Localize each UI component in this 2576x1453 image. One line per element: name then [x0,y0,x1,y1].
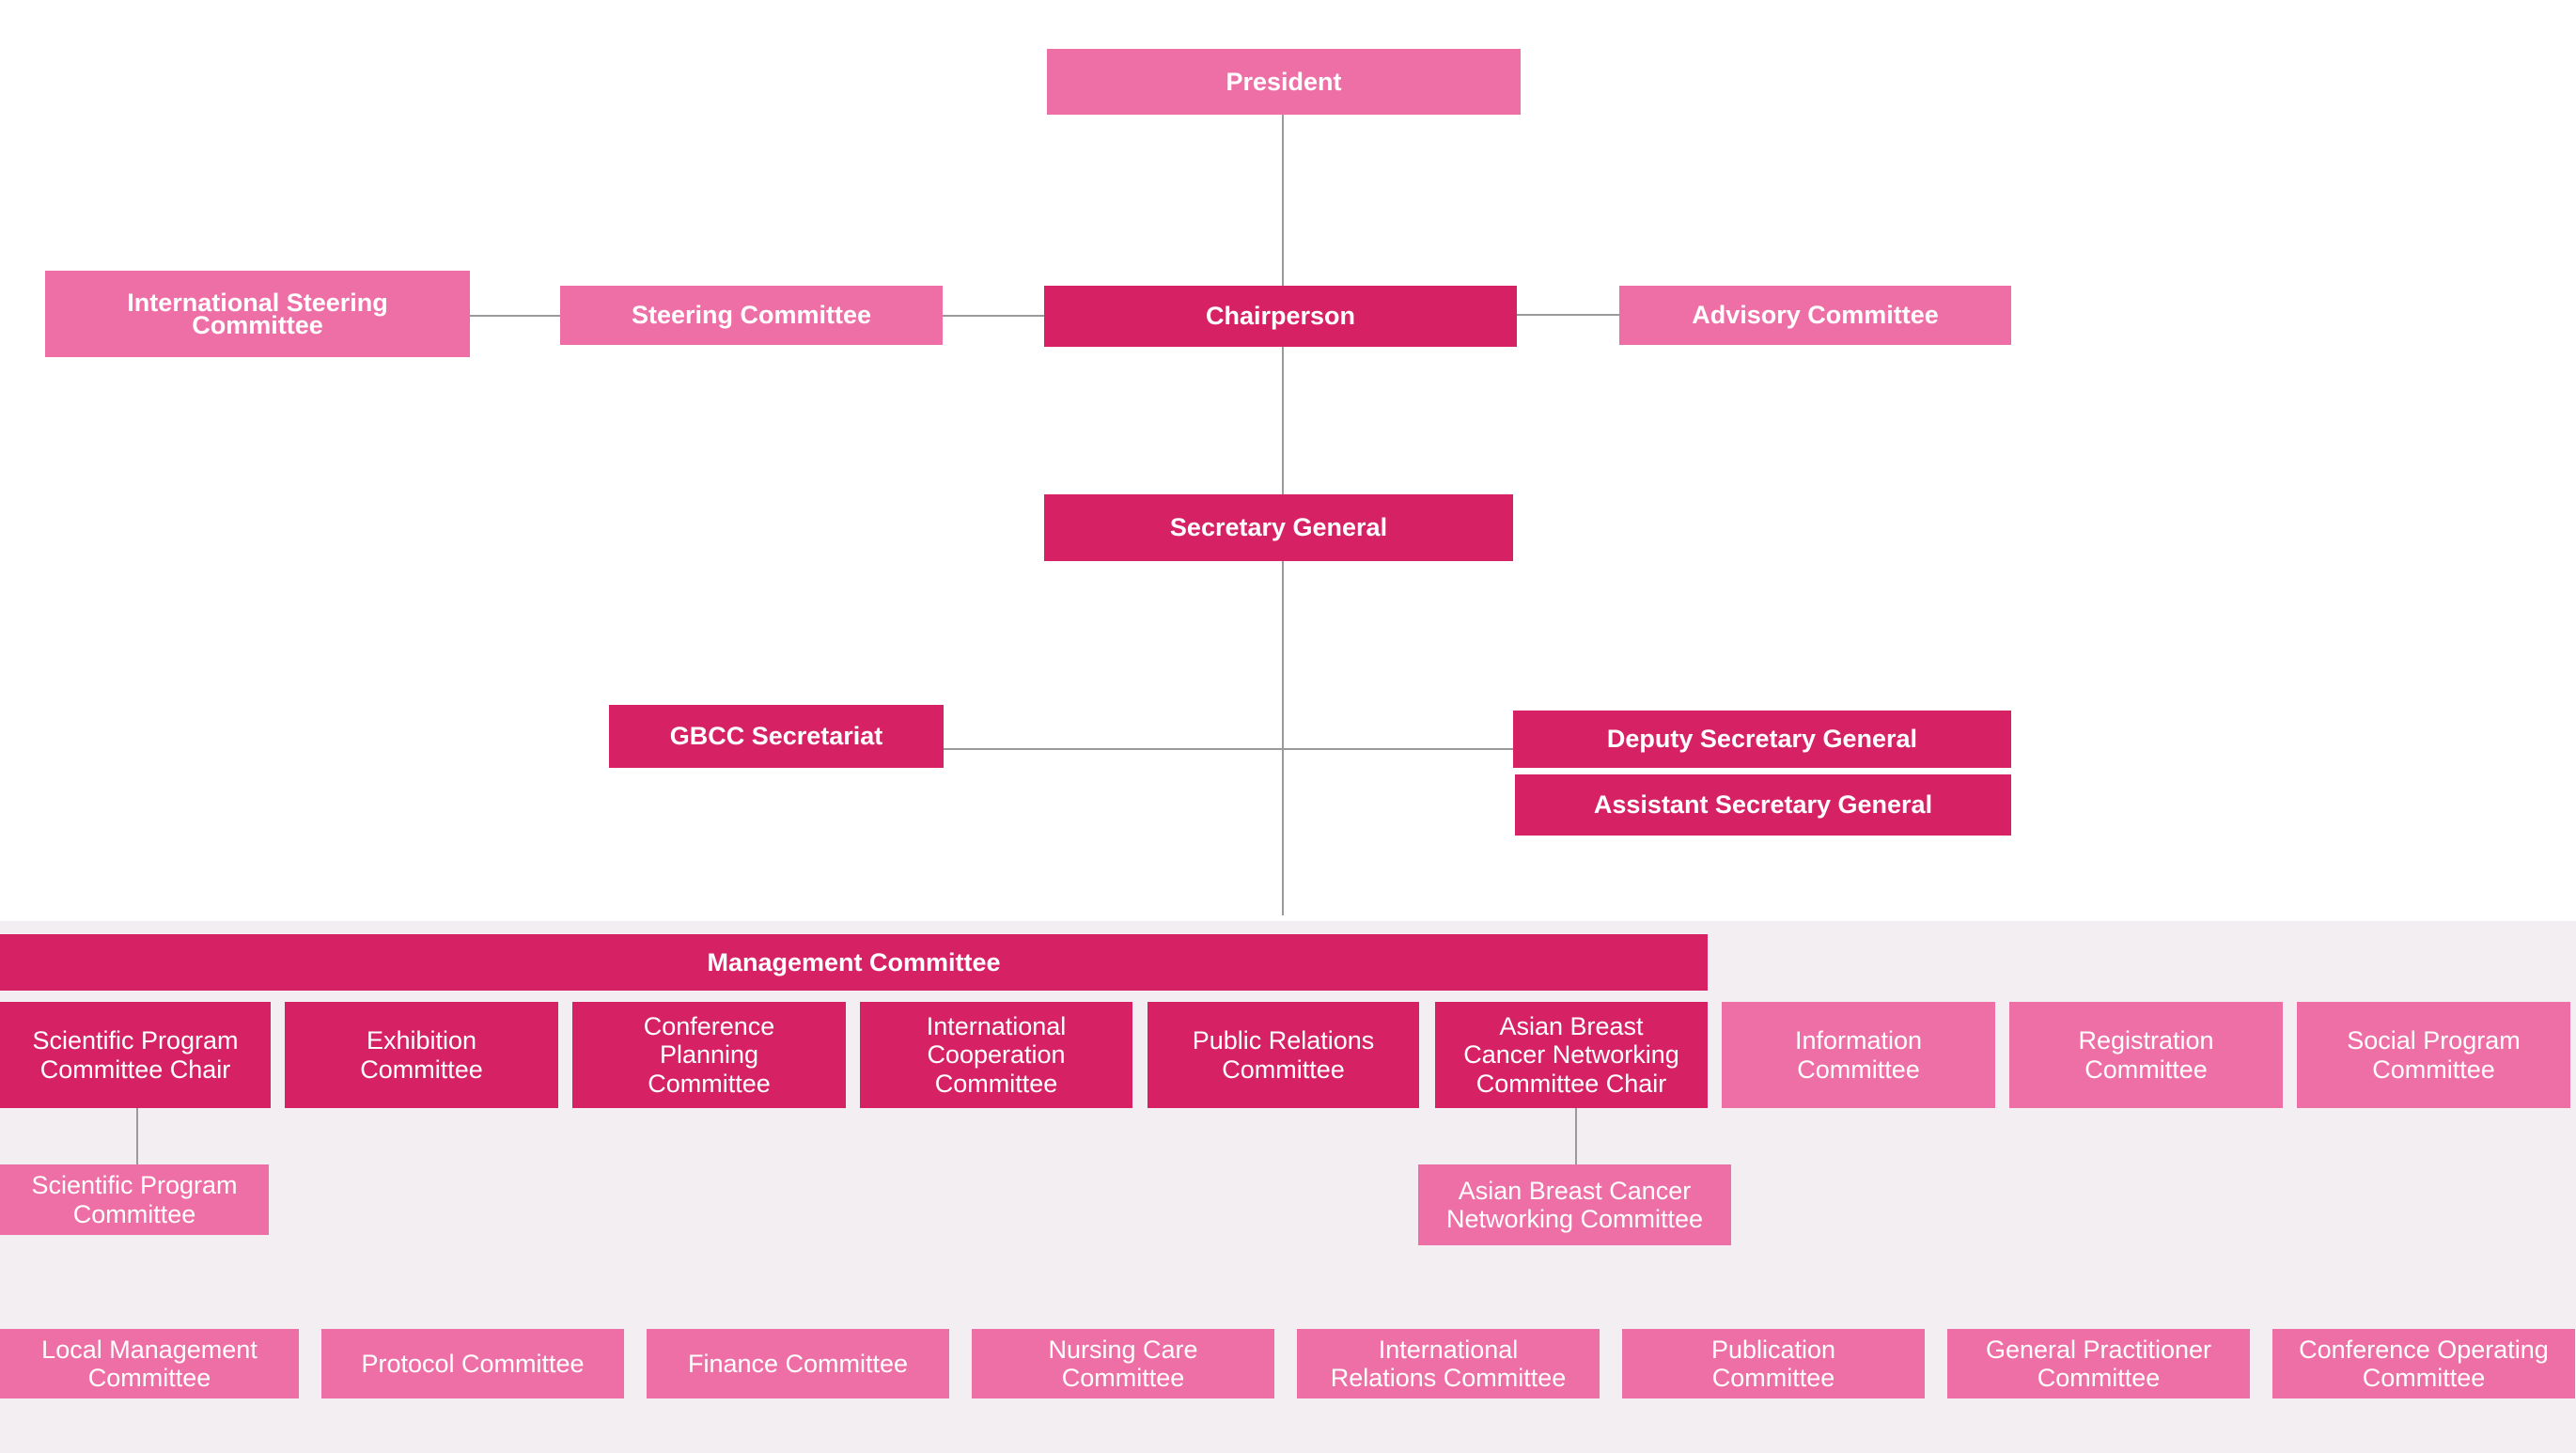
general-practitioner-committee-box: General Practitioner Committee [1947,1329,2250,1398]
information-committee-box: Information Committee [1722,1002,1995,1108]
connector-chair-secgen [1282,347,1284,494]
connector-intl-steering [469,315,560,317]
connector-steering-chair [943,315,1044,317]
registration-committee-box: Registration Committee [2009,1002,2283,1108]
steering-committee-box: Steering Committee [560,286,943,345]
connector-chair-advisory [1516,314,1619,316]
advisory-committee-box: Advisory Committee [1619,286,2011,345]
connector-asian-sub [1575,1107,1577,1164]
connector-scientific-sub [136,1107,138,1164]
local-management-committee-box: Local Management Committee [0,1329,299,1398]
president-box: President [1047,49,1521,115]
connector-secgen-management [1282,561,1284,915]
finance-committee-box: Finance Committee [647,1329,949,1398]
asian-breast-cancer-networking-committee-box: Asian Breast Cancer Networking Committee [1418,1164,1731,1245]
nursing-care-committee-box: Nursing Care Committee [972,1329,1274,1398]
conference-operating-committee-box: Conference Operating Committee [2272,1329,2575,1398]
deputy-secretary-general-box: Deputy Secretary General [1513,711,2011,768]
chairperson-box: Chairperson [1044,286,1517,347]
international-relations-committee-box: International Relations Committee [1297,1329,1600,1398]
secretary-general-box: Secretary General [1044,494,1513,561]
international-cooperation-committee-box: International Cooperation Committee [860,1002,1132,1108]
public-relations-committee-box: Public Relations Committee [1147,1002,1419,1108]
gbcc-secretariat-box: GBCC Secretariat [609,705,944,768]
scientific-program-committee-box: Scientific Program Committee [0,1164,269,1235]
conference-planning-committee-box: Conference Planning Committee [572,1002,846,1108]
management-committee-box: Management Committee [0,934,1708,991]
connector-gbcc-deputy [943,748,1513,750]
social-program-committee-box: Social Program Committee [2297,1002,2570,1108]
international-steering-committee-box: International Steering Committee [45,271,470,357]
exhibition-committee-box: Exhibition Committee [285,1002,558,1108]
protocol-committee-box: Protocol Committee [321,1329,624,1398]
connector-president-chair [1282,114,1284,286]
assistant-secretary-general-box: Assistant Secretary General [1515,774,2011,836]
asian-breast-cancer-networking-chair-box: Asian Breast Cancer Networking Committee… [1435,1002,1708,1108]
scientific-program-chair-box: Scientific Program Committee Chair [0,1002,271,1108]
publication-committee-box: Publication Committee [1622,1329,1925,1398]
